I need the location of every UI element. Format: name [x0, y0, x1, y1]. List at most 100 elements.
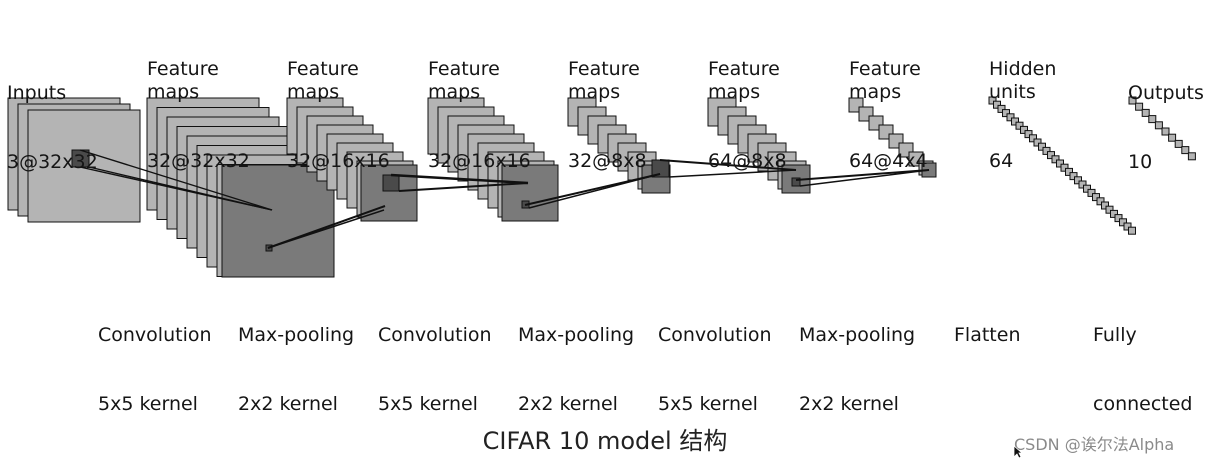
layer-label-inputs: Inputs 3@32x32 — [7, 36, 98, 197]
feature-map — [1042, 146, 1051, 155]
op-name: Max-pooling — [518, 324, 635, 346]
feature-map — [1069, 172, 1078, 181]
feature-map — [1168, 133, 1177, 142]
connection-line — [659, 159, 797, 171]
feature-map — [993, 100, 1001, 109]
feature-map — [1083, 184, 1091, 193]
feature-map — [997, 104, 1006, 113]
feature-map — [1074, 176, 1082, 185]
feature-map — [1029, 134, 1037, 143]
layer-title: Feature maps — [287, 58, 359, 103]
op-name: Flatten — [954, 324, 1021, 346]
connection-line — [795, 169, 930, 181]
feature-map — [1119, 218, 1127, 227]
mouse-cursor-icon — [1013, 445, 1023, 459]
feature-map — [1065, 167, 1073, 176]
connection-line — [398, 182, 529, 192]
watermark: CSDN @诶尔法Alpha — [1014, 435, 1175, 454]
layer-shape: 32@32x32 — [147, 150, 250, 172]
feature-map — [1148, 115, 1157, 124]
feature-map — [1056, 159, 1064, 168]
op-name: Convolution — [98, 324, 212, 346]
feature-map — [1024, 130, 1033, 139]
layer-shape: 64@8x8 — [708, 150, 787, 172]
layer-label-hidden-units: Hidden units 64 — [989, 12, 1056, 196]
op-label-fully-connected: Fully connected — [1093, 278, 1193, 439]
feature-map — [1110, 209, 1118, 218]
op-detail: 2x2 kernel — [238, 393, 338, 415]
op-label-conv1: Convolution 5x5 kernel — [98, 278, 212, 439]
feature-map — [1181, 146, 1190, 155]
feature-map — [1154, 121, 1163, 130]
feature-map — [1141, 108, 1150, 117]
layer-title: Feature maps — [428, 58, 500, 103]
layer-title: Outputs — [1128, 82, 1204, 104]
op-label-pool2: Max-pooling 2x2 kernel — [518, 278, 634, 439]
kernel-square-conv3 — [791, 177, 801, 187]
layer-title: Inputs — [7, 82, 67, 104]
feature-map — [1087, 188, 1096, 197]
feature-map — [1123, 222, 1132, 231]
layer-label-pool3-maps: Feature maps 64@4x4 — [849, 12, 928, 196]
layer-label-pool2-maps: Feature maps 32@8x8 — [568, 12, 647, 196]
connection-line — [668, 169, 797, 178]
feature-map — [1096, 197, 1105, 206]
op-name: Max-pooling — [238, 324, 355, 346]
op-label-conv3: Convolution 5x5 kernel — [658, 278, 772, 439]
feature-map — [988, 96, 997, 105]
feature-map — [1128, 226, 1136, 235]
layer-shape: 3@32x32 — [7, 151, 98, 173]
connection-line — [267, 209, 385, 249]
connection-line — [79, 149, 273, 211]
feature-map — [1135, 102, 1144, 111]
op-label-pool1: Max-pooling 2x2 kernel — [238, 278, 354, 439]
layer-label-conv1-maps: Feature maps 32@32x32 — [147, 12, 250, 196]
feature-map — [1051, 155, 1060, 164]
feature-map — [1033, 138, 1042, 147]
feature-map — [1187, 152, 1196, 161]
op-label-conv2: Convolution 5x5 kernel — [378, 278, 492, 439]
feature-map — [1161, 127, 1170, 136]
layer-title: Feature maps — [708, 58, 780, 103]
figure-caption: CIFAR 10 model 结构 — [482, 427, 728, 455]
feature-map — [1020, 125, 1028, 134]
op-detail: 5x5 kernel — [658, 393, 758, 415]
op-name: Fully — [1093, 324, 1137, 346]
op-name: Max-pooling — [799, 324, 916, 346]
op-detail: 2x2 kernel — [518, 393, 618, 415]
layer-shape: 32@16x16 — [428, 150, 531, 172]
layer-shape: 32@8x8 — [568, 150, 647, 172]
stack-outputs — [1128, 96, 1196, 161]
op-detail: connected — [1093, 393, 1193, 415]
feature-map — [1092, 193, 1100, 202]
op-name: Convolution — [658, 324, 772, 346]
connection-line — [79, 166, 273, 211]
layer-shape: 64@4x4 — [849, 150, 928, 172]
layer-shape: 64 — [989, 150, 1014, 172]
layer-title: Feature maps — [849, 58, 921, 103]
feature-map — [1038, 142, 1046, 151]
feature-map — [1060, 163, 1069, 172]
layer-title: Hidden units — [989, 58, 1057, 103]
feature-map — [1101, 201, 1109, 210]
layer-label-outputs: Outputs 10 — [1128, 36, 1204, 197]
connection-line — [390, 173, 529, 185]
op-name: Convolution — [378, 324, 492, 346]
feature-map — [1006, 113, 1015, 122]
feature-map — [1114, 214, 1123, 223]
layer-title: Feature maps — [147, 58, 219, 103]
connection-line — [528, 173, 661, 209]
layer-shape: 10 — [1128, 151, 1153, 173]
feature-map-front — [501, 164, 559, 222]
layer-label-conv2-maps: Feature maps 32@16x16 — [428, 12, 531, 196]
connection-line — [799, 169, 930, 187]
op-label-flatten: Flatten — [954, 278, 1020, 416]
op-detail: 2x2 kernel — [799, 393, 899, 415]
op-label-pool3: Max-pooling 2x2 kernel — [799, 278, 915, 439]
layer-shape: 32@16x16 — [287, 150, 390, 172]
feature-map — [1047, 151, 1055, 160]
op-detail: 5x5 kernel — [378, 393, 478, 415]
layer-label-pool1-maps: Feature maps 32@16x16 — [287, 12, 390, 196]
feature-map — [1174, 139, 1183, 148]
